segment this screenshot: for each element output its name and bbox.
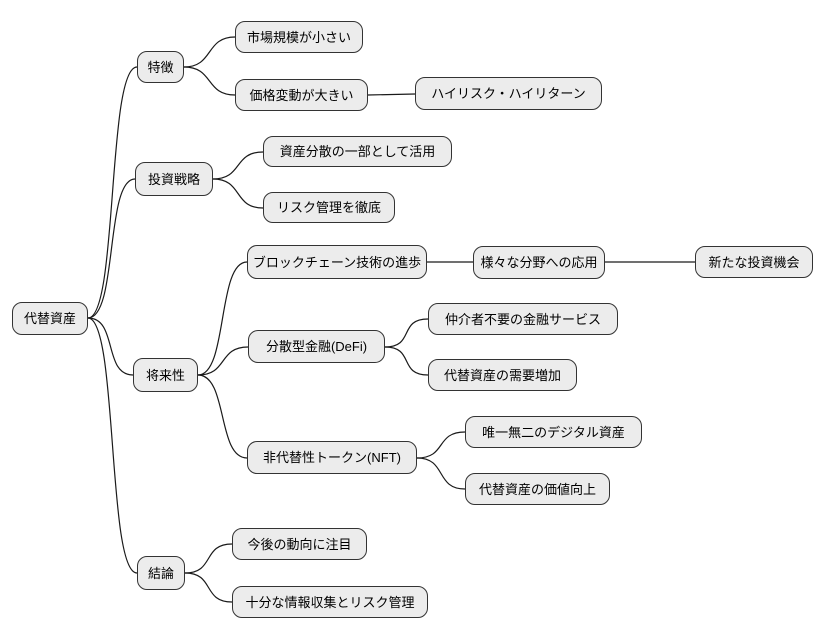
node-features: 特徴 xyxy=(137,51,184,83)
node-conclusion: 結論 xyxy=(137,556,185,590)
node-info-gathering-risk-management: 十分な情報収集とリスク管理 xyxy=(232,586,428,618)
edge-strategy-diversification xyxy=(212,151,264,180)
edge-root-strategy xyxy=(87,178,136,319)
edge-defi-no-intermediary xyxy=(384,318,429,348)
edge-future-blockchain xyxy=(197,261,248,376)
edge-nft-unique xyxy=(416,431,466,459)
node-new-investment-opportunities: 新たな投資機会 xyxy=(695,246,813,278)
node-application-to-fields: 様々な分野への応用 xyxy=(473,246,605,279)
node-blockchain-progress: ブロックチェーン技術の進歩 xyxy=(247,245,427,279)
node-investment-strategy: 投資戦略 xyxy=(135,162,213,196)
node-demand-increase: 代替資産の需要増加 xyxy=(428,359,577,391)
edge-nft-value xyxy=(416,457,466,490)
node-high-risk-high-return: ハイリスク・ハイリターン xyxy=(415,77,602,110)
edge-conclusion-info xyxy=(184,572,233,603)
node-use-for-diversification: 資産分散の一部として活用 xyxy=(263,136,452,167)
node-unique-digital-assets: 唯一無二のデジタル資産 xyxy=(465,416,642,448)
edge-root-features xyxy=(87,66,138,319)
edge-root-conclusion xyxy=(87,317,138,574)
node-watch-future-trends: 今後の動向に注目 xyxy=(232,528,367,560)
edge-strategy-risk xyxy=(212,178,264,209)
edge-features-volatility xyxy=(183,66,236,96)
edge-root-future xyxy=(87,317,134,376)
edge-future-nft xyxy=(197,374,248,459)
node-thorough-risk-management: リスク管理を徹底 xyxy=(263,192,395,223)
node-defi: 分散型金融(DeFi) xyxy=(248,330,385,363)
edge-volatility-highrisk xyxy=(367,93,416,96)
node-no-intermediary-services: 仲介者不要の金融サービス xyxy=(428,303,618,335)
node-price-volatility-high: 価格変動が大きい xyxy=(235,79,368,111)
edge-features-market-size xyxy=(183,36,236,68)
edge-conclusion-trends xyxy=(184,543,233,574)
node-nft: 非代替性トークン(NFT) xyxy=(247,441,417,474)
node-root-alternative-assets: 代替資産 xyxy=(12,302,88,335)
edge-defi-demand xyxy=(384,346,429,376)
node-market-size-small: 市場規模が小さい xyxy=(235,21,363,53)
node-value-improvement: 代替資産の価値向上 xyxy=(465,473,610,505)
node-future-potential: 将来性 xyxy=(133,358,198,392)
edge-future-defi xyxy=(197,346,249,376)
